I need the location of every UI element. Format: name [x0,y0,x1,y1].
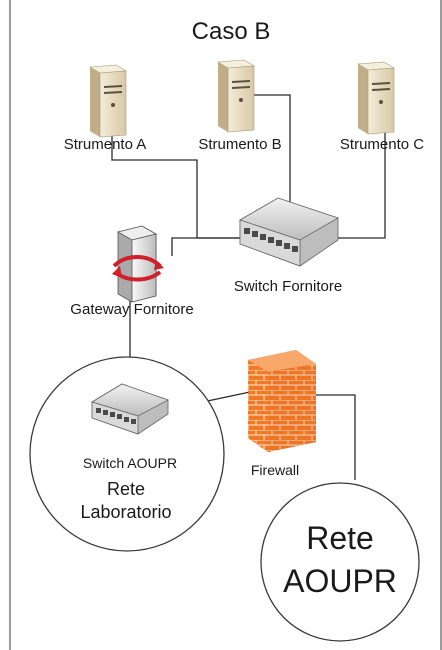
strumento-b-label: Strumento B [198,136,282,153]
firewall-icon [248,350,316,452]
switch-aoupr-icon [91,383,169,435]
diagram-title: Caso B [191,18,271,45]
rete-aoupr-label-line2: AOUPR [283,563,397,599]
strumento-b-server-icon [217,59,255,133]
rete-laboratorio-label-line1: Rete [106,479,146,499]
link-strumento-b-switch [240,94,291,220]
strumento-a-label: Strumento A [63,136,147,153]
strumento-c-server-icon [357,61,395,135]
rete-laboratorio-circle [29,356,225,552]
rete-aoupr-label-line1: Rete [306,520,374,556]
rete-laboratorio-label-line2: Laboratorio [80,502,172,522]
gateway-fornitore-label: Gateway Fornitore [70,301,194,318]
gateway-fornitore-icon [112,225,164,303]
link-gateway-switch [171,237,240,256]
link-firewall-rete-aoupr [316,394,356,480]
strumento-a-server-icon [89,64,127,138]
switch-fornitore-icon [239,197,339,267]
firewall-label: Firewall [250,462,300,478]
strumento-c-label: Strumento C [339,136,425,153]
rete-aoupr-circle [260,482,420,642]
switch-fornitore-label: Switch Fornitore [233,278,343,295]
switch-aoupr-label: Switch AOUPR [82,455,178,471]
